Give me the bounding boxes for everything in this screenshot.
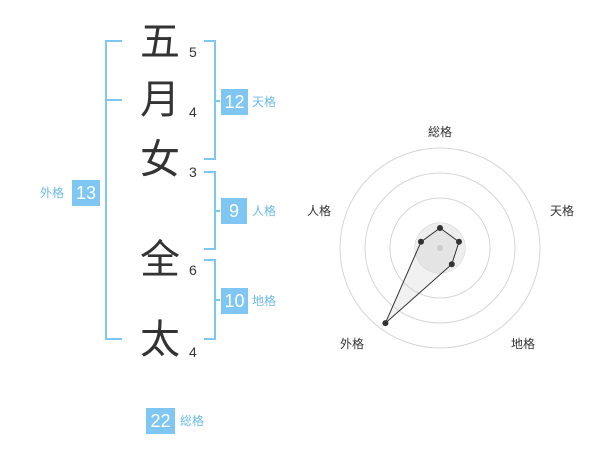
tenkaku-bracket-top [204,40,216,42]
stroke-count-3: 3 [189,164,197,180]
name-char-5: 太 [140,317,180,363]
radar-point-2 [456,238,462,245]
radar-ring-3 [364,172,516,324]
tenkaku-value: 12 [221,89,248,115]
soukaku-value: 22 [146,408,175,434]
gaikaku-bracket-top [105,40,122,42]
radar-axis-label-jinkaku: 人格 [307,204,332,218]
stroke-count-5: 4 [189,344,197,360]
name-char-4: 全 [140,237,180,283]
radar-ring-2 [389,197,491,299]
radar-point-5 [418,238,424,245]
name-char-1: 五 [140,19,180,65]
jinkaku-bracket-bottom [204,248,216,250]
name-char-2: 月 [140,77,180,123]
jinkaku-bracket-tick [214,210,220,212]
chikaku-value: 10 [221,288,248,314]
radar-axis-label-tenkaku: 天格 [550,204,575,218]
jinkaku-value: 9 [221,198,247,224]
stroke-count-1: 5 [189,44,197,60]
stroke-count-4: 6 [189,262,197,278]
radar-series-polygon [384,227,460,324]
tenkaku-bracket-tick [214,100,220,102]
tenkaku-label: 天格 [252,95,277,109]
name-char-3: 女 [140,137,180,183]
radar-point-4 [382,320,389,327]
gaikaku-value: 13 [72,180,100,206]
chikaku-bracket-bottom [204,338,216,340]
jinkaku-bracket-top [204,171,216,173]
gaikaku-bracket-vertical [105,40,107,340]
chikaku-bracket-tick [214,299,220,301]
jinkaku-label: 人格 [252,204,277,218]
stroke-count-2: 4 [189,104,197,120]
radar-point-1 [437,225,443,231]
gaikaku-label: 外格 [40,186,65,200]
gaikaku-bracket-mid [105,99,122,101]
soukaku-label: 総格 [180,414,205,428]
radar-axis-label-chikaku: 地格 [511,337,536,351]
chikaku-bracket-top [204,259,216,261]
radar-center [437,245,443,251]
chikaku-label: 地格 [252,294,277,308]
radar-ring-4 [339,147,541,349]
radar-axis-label-soukaku: 総格 [428,125,453,139]
gaikaku-bracket-bottom [105,338,122,340]
radar-axis-label-gaikaku: 外格 [340,337,365,351]
radar-point-3 [448,261,455,268]
tenkaku-bracket-bottom [204,158,216,160]
